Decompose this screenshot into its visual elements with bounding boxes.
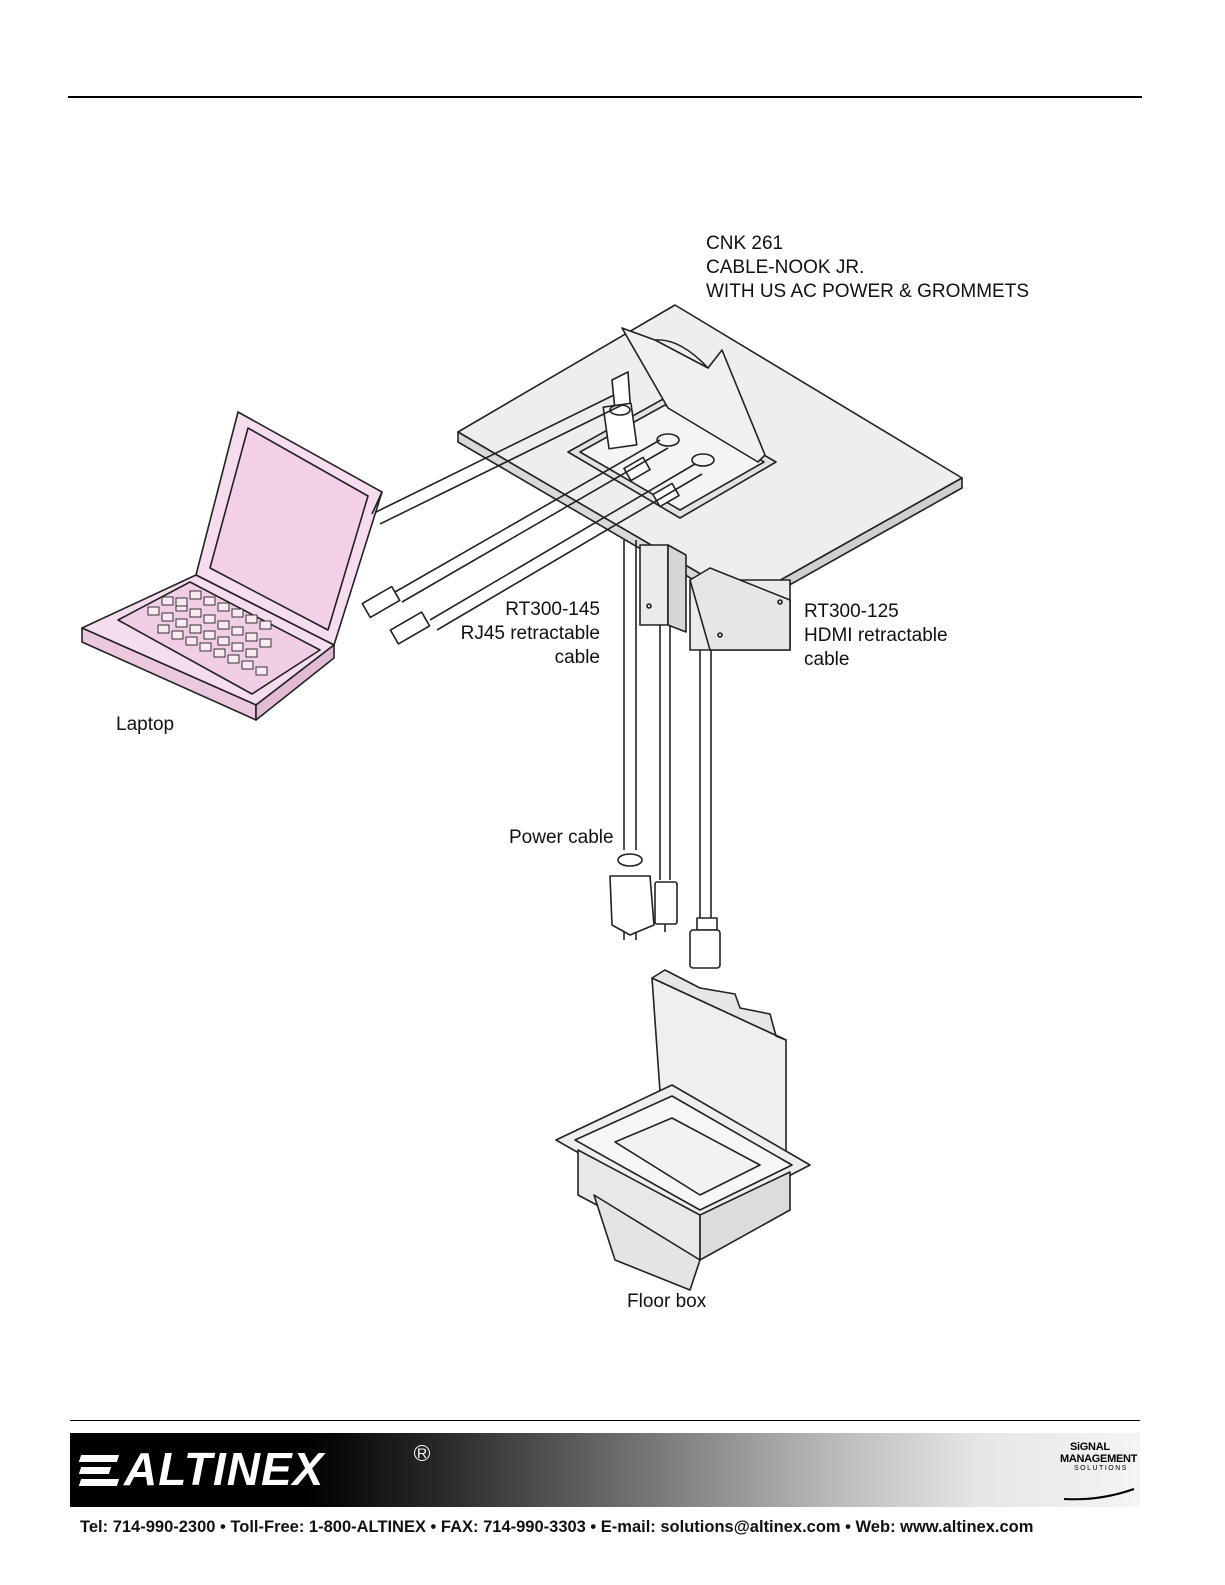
floor-box (555, 969, 811, 1291)
altinex-logo: ALTINEX (78, 1443, 325, 1495)
rj45-model: RT300-145 (505, 599, 600, 620)
power-plug-top (602, 371, 638, 450)
grommet-rings (656, 433, 715, 467)
rj45-cable (361, 439, 669, 619)
hdmi-line1: HDMI retractable (804, 625, 948, 646)
product-description: WITH US AC POWER & GROMMETS (706, 281, 1030, 302)
hdmi-label: RT300-125 HDMI retractable cable (804, 600, 948, 672)
product-model: CNK 261 (706, 233, 784, 254)
rj45-line1: RJ45 retractable (460, 623, 600, 644)
hdmi-line2: cable (804, 649, 850, 670)
header-rule (68, 96, 1142, 98)
power-cable-vertical (623, 540, 637, 850)
power-cable-label: Power cable (509, 827, 614, 848)
cable-nook-lid (621, 327, 766, 463)
power-plug-bottom (609, 853, 655, 940)
laptop-cable (371, 394, 623, 525)
rt300-145-retractor (639, 544, 687, 633)
hdmi-cable (389, 463, 703, 645)
rj45-line2: cable (554, 647, 600, 668)
sms-line2: MANAGEMENT (1060, 1453, 1138, 1465)
registered-mark: R (414, 1445, 430, 1461)
laptop-label: Laptop (116, 714, 175, 735)
sms-swoosh-icon (1063, 1488, 1135, 1501)
floor-box-label: Floor box (627, 1291, 707, 1312)
product-label: CNK 261 CABLE-NOOK JR. WITH US AC POWER … (706, 232, 1029, 304)
altinex-logo-icon (78, 1453, 120, 1487)
hdmi-model: RT300-125 (804, 601, 899, 622)
rj45-plug-bottom (654, 881, 678, 932)
sms-line1: SiGNAL (1070, 1441, 1110, 1453)
hdmi-cable-vertical (699, 650, 712, 918)
laptop (81, 411, 383, 721)
signal-management-logo: SiGNAL MANAGEMENT SOLUTIONS (1060, 1441, 1138, 1501)
hdmi-plug-bottom (689, 917, 721, 969)
contact-line: Tel: 714-990-2300 • Toll-Free: 1-800-ALT… (80, 1518, 1034, 1536)
rt300-125-retractor (689, 567, 791, 651)
product-name: CABLE-NOOK JR. (706, 257, 865, 278)
footer-rule (70, 1420, 1140, 1421)
rj45-cable-vertical (659, 625, 671, 880)
brand-name: ALTINEX (124, 1443, 325, 1495)
footer-banner: ALTINEX R SiGNAL MANAGEMENT SOLUTIONS (70, 1433, 1140, 1507)
rj45-label: RT300-145 RJ45 retractable cable (440, 598, 600, 670)
sms-line3: SOLUTIONS (1074, 1465, 1128, 1472)
